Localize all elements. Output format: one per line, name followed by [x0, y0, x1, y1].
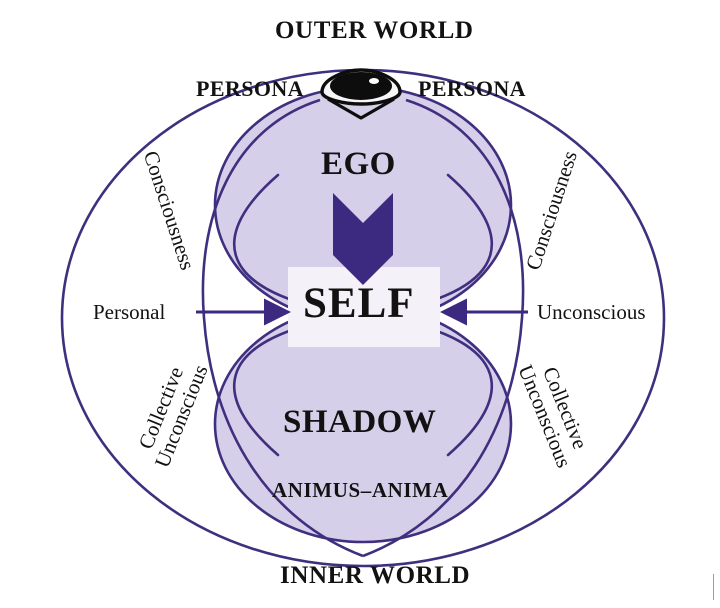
animus-anima-label: ANIMUS–ANIMA	[272, 478, 449, 502]
eye-persona-mask-icon	[320, 68, 402, 120]
persona-arc-right	[362, 98, 525, 558]
corner-tick-mark	[713, 574, 714, 600]
unconscious-label: Unconscious	[537, 300, 646, 324]
persona-label-left: PERSONA	[196, 76, 304, 101]
persona-arc-left	[201, 98, 364, 558]
self-label: SELF	[303, 280, 415, 327]
shadow-label: SHADOW	[283, 404, 437, 440]
personal-label: Personal	[93, 300, 166, 324]
persona-label-right: PERSONA	[418, 76, 526, 101]
ego-to-self-arrow	[333, 193, 393, 285]
inner-world-title: INNER WORLD	[280, 562, 471, 589]
outer-world-title: OUTER WORLD	[275, 17, 474, 44]
ego-label: EGO	[321, 146, 396, 182]
